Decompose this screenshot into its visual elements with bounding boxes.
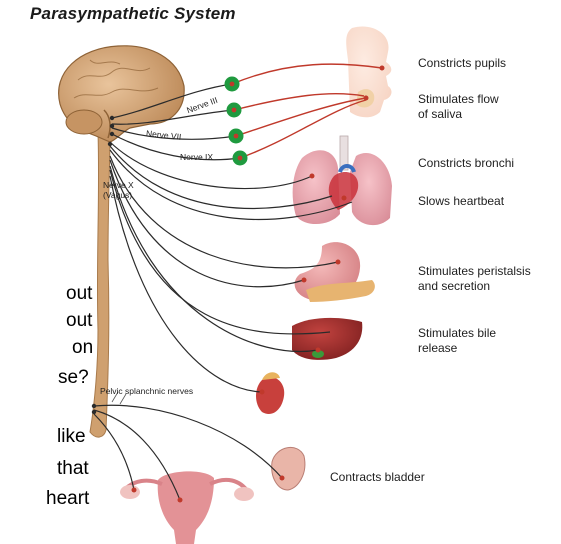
ganglia <box>225 77 248 166</box>
nerve-x-label: Nerve X (Vagus) <box>103 180 134 200</box>
effect-bladder: Contracts bladder <box>330 470 425 485</box>
pelvic-splanchnic-label: Pelvic splanchnic nerves <box>100 386 193 396</box>
vagus-liver <box>110 166 318 351</box>
liver <box>292 318 362 360</box>
bg-text-4: se? <box>58 367 89 389</box>
uterus <box>158 471 214 544</box>
effect-bronchi: Constricts bronchi <box>418 156 514 171</box>
bg-text-5: like <box>57 426 86 448</box>
bg-text-1: out <box>66 283 92 305</box>
bg-text-2: out <box>66 310 92 332</box>
left-ovary <box>120 485 140 499</box>
cerebellum <box>66 110 102 134</box>
bg-text-7: heart <box>46 488 89 510</box>
pelvic-to-bladder <box>94 405 282 478</box>
effect-bile: Stimulates bile release <box>418 326 496 356</box>
kidney <box>256 377 284 414</box>
effect-heartbeat: Slows heartbeat <box>418 194 504 209</box>
nerve-ix-label: Nerve IX <box>180 152 213 162</box>
effect-peristalsis: Stimulates peristalsis and secretion <box>418 264 531 294</box>
bladder <box>272 447 305 490</box>
bg-text-6: that <box>57 458 89 480</box>
diagram-title: Parasympathetic System <box>30 4 236 24</box>
adrenal-gland <box>262 372 280 380</box>
bg-text-3: on <box>72 337 93 359</box>
right-ovary <box>234 487 254 501</box>
effect-saliva: Stimulates flow of saliva <box>418 92 499 122</box>
effect-pupils: Constricts pupils <box>418 56 506 71</box>
